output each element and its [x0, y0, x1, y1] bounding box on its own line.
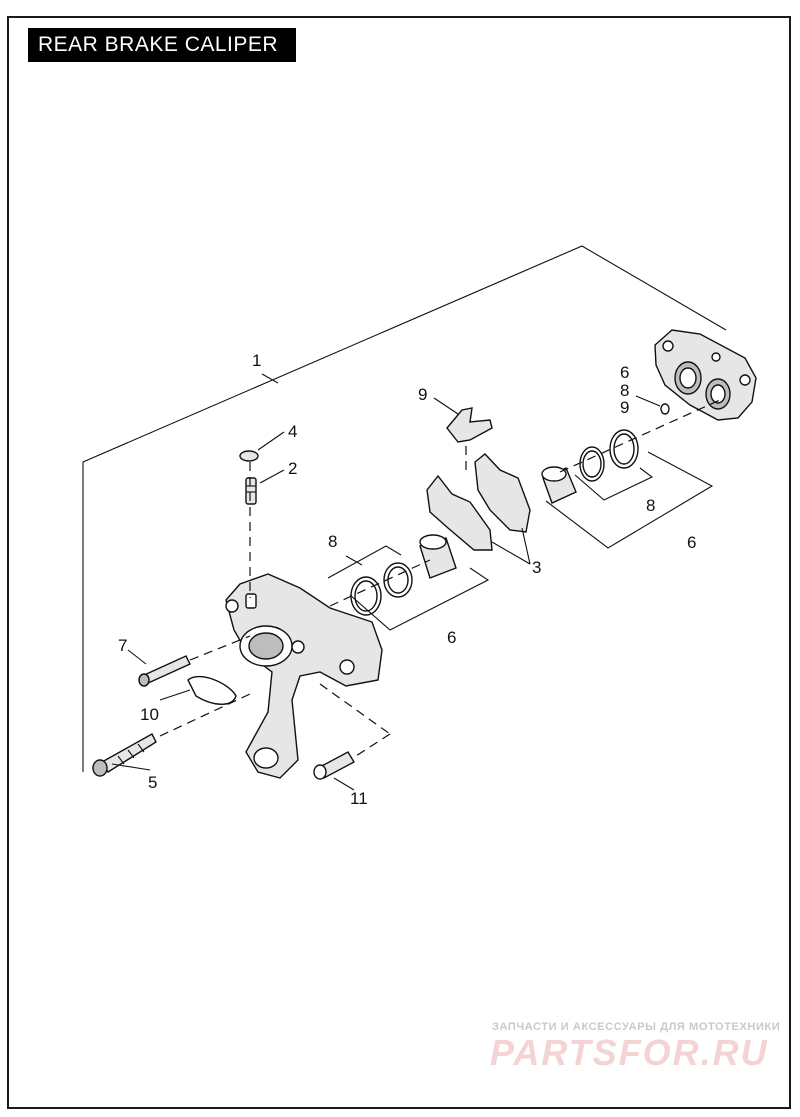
callout-7: 7 — [118, 636, 127, 655]
left-piston[interactable] — [419, 534, 457, 579]
callout-6-left: 6 — [447, 628, 456, 647]
callout-3: 3 — [532, 558, 541, 577]
guide-pin[interactable] — [138, 655, 191, 687]
page-frame — [7, 16, 791, 1109]
callout-11: 11 — [350, 789, 368, 808]
brake-pad-inner[interactable] — [426, 474, 493, 551]
callout-10: 10 — [140, 705, 159, 724]
assembly-bracket-1 — [82, 245, 727, 772]
callout-8-left: 8 — [328, 532, 337, 551]
bleeder-cap[interactable] — [239, 450, 259, 462]
page-title: REAR BRAKE CALIPER — [28, 28, 296, 62]
bleeder-valve[interactable] — [245, 477, 257, 505]
callout-9-top: 9 — [620, 398, 629, 417]
watermark-brand: PARTSFOR.RU — [490, 1032, 769, 1073]
outer-caliper-half[interactable] — [654, 329, 757, 421]
leader-lines — [111, 395, 661, 791]
right-piston[interactable] — [541, 466, 577, 504]
left-seal-small[interactable] — [383, 562, 413, 598]
callout-9-clip: 9 — [418, 385, 427, 404]
right-seal-small[interactable] — [579, 446, 605, 482]
small-washer[interactable] — [660, 403, 670, 415]
callout-6-right: 6 — [687, 533, 696, 552]
callout-1: 1 — [252, 351, 261, 370]
inner-caliper-housing[interactable] — [225, 573, 383, 779]
pad-retainer-clip[interactable] — [446, 407, 493, 443]
watermark-tagline: ЗАПЧАСТИ И АКСЕССУАРЫ ДЛЯ МОТОТЕХНИКИ — [492, 1021, 781, 1033]
group-bracket-right — [545, 451, 714, 549]
callout-8-top: 8 — [620, 381, 629, 400]
callout-4: 4 — [288, 422, 297, 441]
callout-6-top: 6 — [620, 363, 629, 382]
callout-8-right: 8 — [646, 496, 655, 515]
right-seal-large[interactable] — [609, 429, 639, 469]
bushing-pin[interactable] — [313, 751, 355, 780]
group-bracket-left — [327, 545, 490, 631]
mounting-bolt[interactable] — [92, 733, 157, 777]
centerlines — [159, 399, 721, 757]
brake-pad-outer[interactable] — [474, 453, 531, 533]
callout-5: 5 — [148, 773, 157, 792]
callout-2: 2 — [288, 459, 297, 478]
pin-boot[interactable] — [187, 675, 237, 705]
